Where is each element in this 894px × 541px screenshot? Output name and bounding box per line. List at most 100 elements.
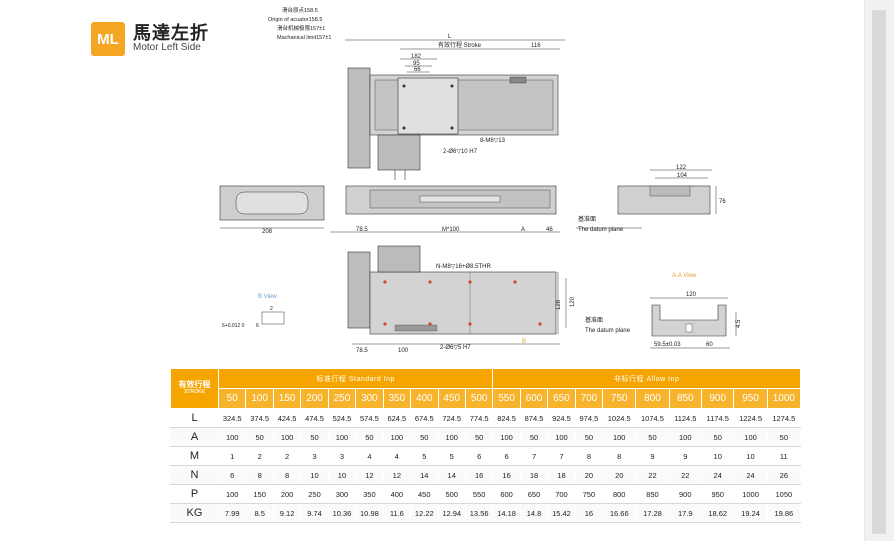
aa-dim-120: 120 [686,292,697,298]
table-cell: 8 [574,446,604,466]
table-cell: 100 [272,427,302,447]
table-cell: 14 [410,465,439,485]
note-origin-cn: 滑台原点158.5 [282,6,318,14]
table-cell: 16.66 [602,503,637,523]
note-limit-cn: 滑台机械极限157±1 [277,24,325,32]
hole-note-4: 2-Ø6▽5 H7 [440,345,471,351]
table-cell: 6 [217,465,247,485]
left-side-view: 208 [219,185,325,235]
dim-128: 128 [556,299,562,310]
row-header: L [170,408,219,428]
table-cell: 8.5 [245,503,274,523]
table-cell: 24 [700,465,735,485]
aa-dim-4-5: 4.5 [736,319,742,328]
top-dimension-lines [345,39,565,73]
aa-dim-59-5: 59.5±0.03 [654,342,681,348]
table-cell: 14.18 [492,503,521,523]
table-cell: 450 [410,484,439,504]
table-cell: 22 [635,465,670,485]
top-view-actuator [347,67,559,180]
table-cell: 100 [382,427,412,447]
table-cell: 14 [437,465,466,485]
row-header: KG [170,503,219,523]
table-cell: 12.94 [437,503,466,523]
table-cell: 1174.5 [700,408,735,428]
stroke-header-cell: 950 [733,388,768,409]
stroke-header-cell: 750 [602,388,637,409]
datum-cn-1: 基准面 [578,215,596,223]
dim-78-5-bottom: 78.5 [356,348,368,354]
table-cell: 5 [437,446,466,466]
table-cell: 7 [547,446,576,466]
table-cell: 350 [355,484,384,504]
stroke-header-cell: 550 [492,388,521,409]
stroke-header-cell: 500 [464,388,494,409]
table-cell: 100 [668,427,703,447]
table-cell: 11.6 [382,503,412,523]
table-cell: 7.99 [217,503,247,523]
row-header: A [170,427,219,447]
table-cell: 17.28 [635,503,670,523]
title-en: Motor Left Side [133,42,201,54]
scrollbar-thumb[interactable] [872,10,886,534]
table-cell: 16 [574,503,604,523]
table-cell: 19.24 [733,503,768,523]
table-cell: 18 [519,465,549,485]
stroke-corner-header: 有效行程 STROKE [170,368,219,409]
stroke-header-cell: 700 [574,388,604,409]
dim-A: A [521,227,525,233]
table-cell: 1074.5 [635,408,670,428]
table-cell: 10 [300,465,329,485]
dim-76: 76 [719,199,726,205]
table-cell: 50 [766,427,802,447]
aa-labels: 120 基准面 The datum plane 59.5±0.03 60 4.5 [585,292,742,348]
table-cell: 824.5 [492,408,521,428]
title-cn: 馬達左折 [133,23,209,44]
stroke-header-cell: 300 [355,388,384,409]
datum-en-1: The datum plane [578,227,624,233]
front-view [330,185,560,233]
table-cell: 50 [519,427,549,447]
b-view-title: B View [258,294,277,300]
table-cell: 100 [492,427,521,447]
table-cell: 250 [300,484,329,504]
b-view-dim: 6+0.012 0 [222,323,245,329]
table-cell: 800 [602,484,637,504]
table-cell: 924.5 [547,408,576,428]
table-cell: 10.36 [327,503,357,523]
table-cell: 100 [327,427,357,447]
bottom-view [347,245,567,345]
table-cell: 874.5 [519,408,549,428]
table-cell: 10 [327,465,357,485]
table-cell: 100 [437,427,466,447]
datum-en-2: The datum plane [585,328,631,334]
dim-104: 104 [677,173,688,179]
dim-122: 122 [676,165,687,171]
table-cell: 524.5 [327,408,357,428]
table-cell: 16 [464,465,494,485]
table-cell: 750 [574,484,604,504]
table-cell: 8 [602,446,637,466]
table-cell: 600 [492,484,521,504]
table-cell: 8 [245,465,274,485]
scrollbar-track[interactable] [864,0,894,541]
table-cell: 10.98 [355,503,384,523]
dim-L: L [448,34,452,40]
dim-66: 66 [414,67,421,73]
stroke-header-cell: 200 [300,388,329,409]
table-cell: 9.12 [272,503,302,523]
table-cell: 6 [464,446,494,466]
table-cell: 11 [766,446,802,466]
motor-left-side-badge: ML 馬達左折 Motor Left Side [91,22,209,56]
table-cell: 700 [547,484,576,504]
table-cell: 500 [437,484,466,504]
table-cell: 22 [668,465,703,485]
technical-drawing: 滑台原点158.5 Origin of acuator158.5 滑台机械极限1… [219,6,742,354]
badge-title: 馬達左折 Motor Left Side [133,24,209,53]
stroke-header-cell: 250 [327,388,357,409]
table-cell: 574.5 [355,408,384,428]
table-cell: 400 [382,484,412,504]
